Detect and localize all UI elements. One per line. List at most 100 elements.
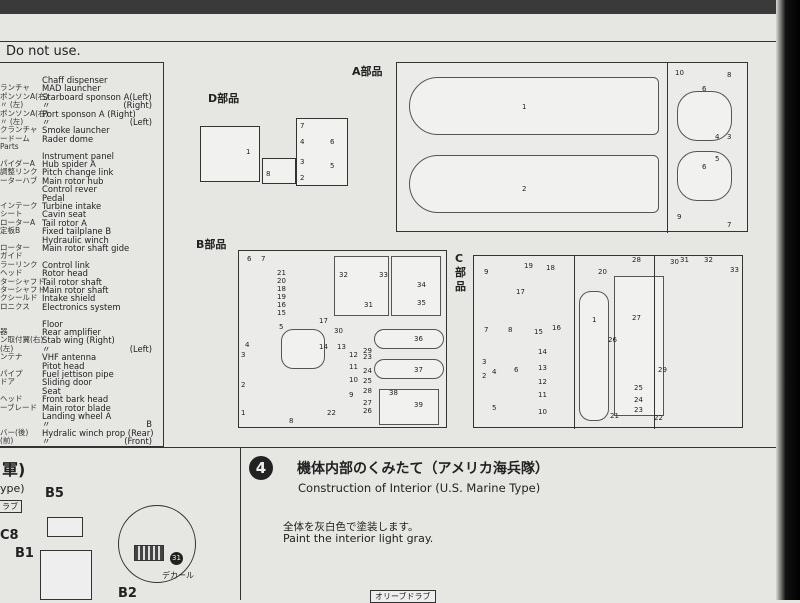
- part-name-en: Pitch change link: [42, 167, 114, 178]
- part-name-en: Stab wing (Right): [42, 335, 115, 346]
- part-number: 5: [492, 404, 497, 412]
- part-number: 16: [552, 324, 561, 332]
- part-name-en: Landing wheel A: [42, 411, 112, 421]
- part-name-jp: クランチャ: [0, 125, 38, 135]
- part-b5-drawing: [47, 517, 83, 537]
- part-name-en: Main rotor blade: [42, 402, 111, 413]
- callout-b5: B5: [45, 486, 64, 501]
- part-number: 18: [546, 264, 555, 272]
- part-number: 5: [715, 155, 720, 163]
- part-number: 15: [277, 309, 286, 317]
- part-name-en: Control rever: [42, 184, 97, 195]
- part-name-jp: ターシャフト: [0, 276, 45, 286]
- part-number: 21: [610, 412, 619, 420]
- part-name-jp: ン取付翼(右): [0, 335, 44, 345]
- part-number: 3: [727, 133, 732, 141]
- part-number: 7: [727, 221, 732, 229]
- part-name-jp: ランチャ: [0, 83, 30, 93]
- part-name-en: 〃: [42, 436, 51, 447]
- part-name-en: 〃: [42, 100, 51, 111]
- instruction-en: Paint the interior light gray.: [283, 532, 434, 545]
- part-number: 13: [538, 364, 547, 372]
- part-name-jp: ロニクス: [0, 301, 30, 311]
- part-name-en: Hydraulic winch: [42, 234, 109, 245]
- do-not-use-note: Do not use.: [6, 44, 81, 59]
- paint-tag-olive-drab: オリーブドラブ: [370, 590, 436, 603]
- part-name-en: Floor: [42, 318, 63, 329]
- part-number: 22: [327, 409, 336, 417]
- part-name-en-suffix: B: [146, 419, 152, 430]
- part-number: 29: [658, 366, 667, 374]
- part-number: 2: [522, 185, 527, 193]
- part-name-en: Fixed tailplane B: [42, 226, 112, 237]
- sprue-b-label: B部品: [196, 238, 227, 251]
- part-name-jp: インテーク: [0, 201, 38, 210]
- part-name-en: Starboard sponson A(Left): [42, 91, 152, 102]
- part-number: 38: [389, 389, 398, 397]
- part-name-en-suffix: (Left): [129, 117, 152, 127]
- part-number: 13: [337, 343, 346, 351]
- part-number: 37: [414, 366, 423, 374]
- part-number: 25: [634, 384, 643, 392]
- part-name-en: Port sponson A (Right): [42, 108, 136, 119]
- part-number: 17: [319, 317, 328, 325]
- part-name-en: Chaff dispenser: [42, 75, 108, 85]
- part-number: 12: [349, 351, 358, 359]
- part-name-en: Main rotor hub: [42, 175, 104, 186]
- part-name-jp: ヘッド: [0, 268, 23, 278]
- part-number: 1: [522, 103, 527, 111]
- instruction-jp: 全体を灰白色で塗装します。: [283, 521, 419, 533]
- part-name-en: 〃: [42, 117, 51, 127]
- part-name-en: Electronics system: [42, 301, 121, 312]
- part-name-en-suffix: (Right): [123, 100, 152, 111]
- part-number: 5: [330, 162, 335, 170]
- part-number: 26: [608, 336, 617, 344]
- part-number: 20: [277, 277, 286, 285]
- callout-b2: B2: [118, 586, 137, 601]
- decal-label: デカール: [162, 571, 194, 580]
- part-name-jp: 定板B: [0, 226, 21, 236]
- part-name-en: Cavin seat: [42, 209, 87, 220]
- part-name-jp: ローター: [0, 243, 30, 252]
- part-name-jp: パイプ: [0, 369, 23, 378]
- part-number: 8: [727, 71, 732, 79]
- fuselage-half-left: [409, 155, 659, 213]
- part-name-en: Rear amplifier: [42, 327, 101, 337]
- part-number: 32: [704, 256, 713, 264]
- part-name-en: Smoke launcher: [42, 125, 110, 136]
- part-name-jp: ードーム: [0, 133, 30, 143]
- step-title-fragment: 軍): [2, 460, 26, 479]
- photo-top-edge: [0, 0, 800, 14]
- part-number: 30: [670, 258, 679, 266]
- step-subtitle-fragment: ype): [0, 482, 25, 495]
- sponson-part: [677, 91, 732, 141]
- part-number: 19: [524, 262, 533, 270]
- part-name-en: Rader dome: [42, 133, 94, 144]
- part-name-jp: ラーリンク: [0, 259, 38, 269]
- part-number: 16: [277, 301, 286, 309]
- part-number: 33: [730, 266, 739, 274]
- part-number: 2: [241, 381, 246, 389]
- part-name-jp: 調整リンク: [0, 167, 38, 177]
- part-name-jp: ローターA: [0, 217, 36, 227]
- part-number: 30: [334, 327, 343, 335]
- part-number: 17: [516, 288, 525, 296]
- part-number: 11: [538, 391, 547, 399]
- part-name-jp: ポンソンA(右): [0, 91, 49, 101]
- part-name-jp: ターシャフト: [0, 285, 45, 294]
- part-number: 4: [300, 138, 305, 146]
- part-name-jp: シート: [0, 209, 23, 219]
- part-number: 9: [677, 213, 682, 221]
- part-name-jp: バー(後): [0, 427, 29, 437]
- part-name-jp: (前): [0, 436, 14, 446]
- part-number: 2: [482, 372, 487, 380]
- part-number: 24: [634, 396, 643, 404]
- part-number: 31: [680, 256, 689, 264]
- part-number: 11: [349, 363, 358, 371]
- part-number: 19: [277, 293, 286, 301]
- part-number: 8: [508, 326, 513, 334]
- part-number: 6: [702, 163, 707, 171]
- part-number: 5: [279, 323, 284, 331]
